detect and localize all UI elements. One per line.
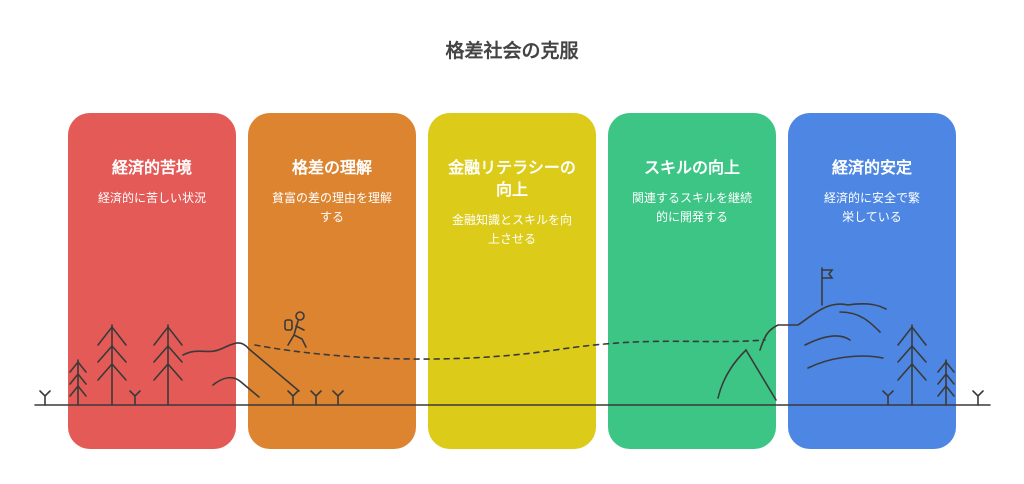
mountain-outline xyxy=(759,302,887,351)
grass-icon xyxy=(39,390,51,406)
stage-description: 経済的に安全で繁栄している xyxy=(823,191,920,224)
stage-description: 関連するスキルを継続的に開発する xyxy=(631,191,752,224)
flag-icon xyxy=(821,267,834,306)
stage-title: 格差の理解 xyxy=(291,158,372,177)
diagram-title: 格差社会の克服 xyxy=(445,40,579,62)
tree-icon xyxy=(153,324,183,406)
stage-card-skill-improvement: スキルの向上 関連するスキルを継続的に開発する xyxy=(608,113,776,449)
stage-title: 経済的安定 xyxy=(831,158,912,177)
hiker-icon xyxy=(284,311,307,348)
tree-icon xyxy=(97,324,127,406)
stage-description: 金融知識とスキルを向上させる xyxy=(451,213,572,246)
tree-icon xyxy=(897,324,927,406)
hill-outline xyxy=(717,348,777,401)
tree-icon xyxy=(937,359,955,406)
stage-card-financial-literacy: 金融リテラシーの向上 金融知識とスキルを向上させる xyxy=(428,113,596,449)
hill-outline xyxy=(212,376,260,398)
stage-description: 経済的に苦しい状況 xyxy=(97,191,206,205)
stage-title: 金融リテラシーの向上 xyxy=(448,158,576,199)
path-dashed-line xyxy=(254,339,766,360)
stage-description: 貧富の差の理由を理解する xyxy=(272,191,393,224)
grass-icon xyxy=(287,390,344,406)
stage-title: 経済的苦境 xyxy=(111,158,192,177)
grass-icon xyxy=(129,390,141,406)
tree-icon xyxy=(69,359,87,406)
stage-title: スキルの向上 xyxy=(643,158,740,177)
stage-card-understanding-gap: 格差の理解 貧富の差の理由を理解する xyxy=(248,113,416,449)
hill-outline xyxy=(182,342,300,392)
stage-card-economic-stability: 経済的安定 経済的に安全で繁栄している xyxy=(788,113,956,449)
stage-card-economic-hardship: 経済的苦境 経済的に苦しい状況 xyxy=(68,113,236,449)
mountain-contour xyxy=(804,311,884,369)
grass-icon xyxy=(882,390,984,406)
